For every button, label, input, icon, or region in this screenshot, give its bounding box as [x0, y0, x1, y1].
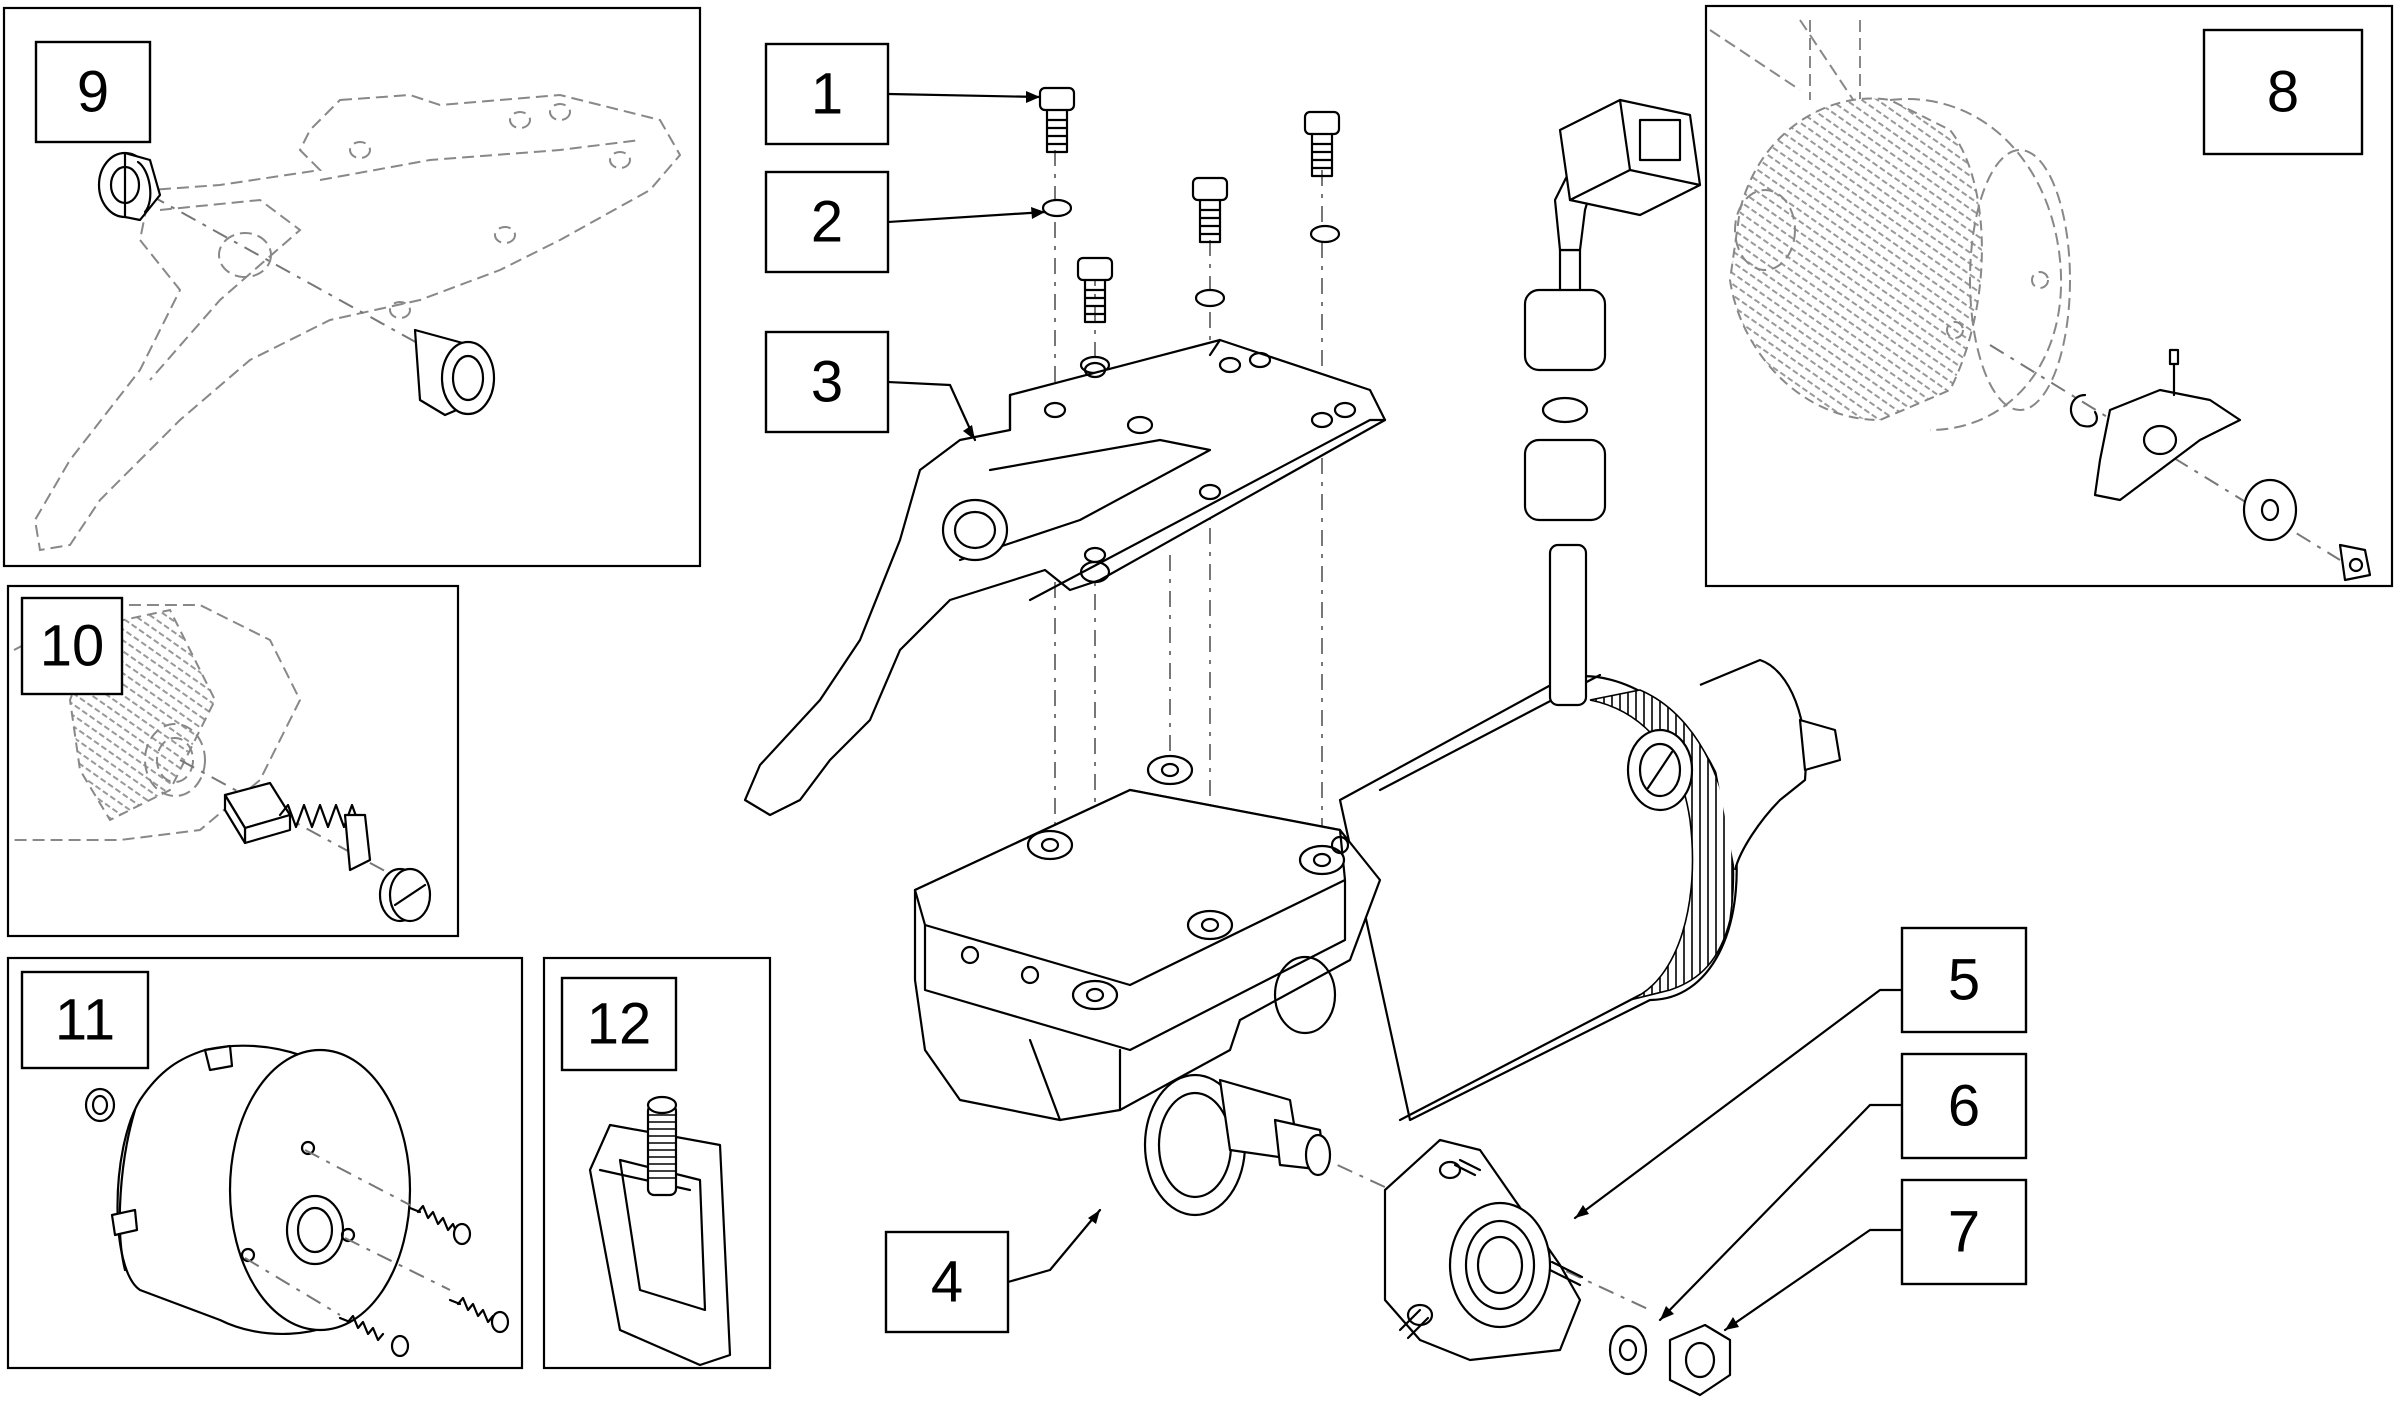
end-cap-screw — [338, 1314, 410, 1358]
callout-2-label: 2 — [811, 190, 843, 255]
motor-cable — [1548, 543, 1588, 707]
panel-10-motor-brush: 10 — [6, 584, 460, 938]
bushing-bottom — [413, 328, 496, 417]
callout-10-label: 10 — [40, 614, 105, 679]
retaining-ring — [2069, 393, 2098, 428]
brush-holder-clip — [588, 1095, 732, 1367]
mounting-screw — [1076, 256, 1114, 324]
panel-8-motor-brake: 8 — [1704, 4, 2394, 588]
mounting-screws — [1038, 86, 1341, 324]
leader-2 — [886, 210, 1047, 224]
callout-11-label: 11 — [55, 988, 115, 1053]
leader-6 — [1658, 1103, 1904, 1322]
mounting-screw — [1303, 110, 1341, 178]
leader-3 — [886, 380, 977, 442]
leader-5 — [1573, 988, 1904, 1220]
lock-washer — [1194, 288, 1226, 308]
panel-12-brush-holder: 12 — [542, 956, 772, 1370]
brake-washer — [2242, 478, 2298, 542]
leader-7 — [1723, 1228, 1904, 1332]
end-cap-screw — [408, 1204, 472, 1246]
main-assembly: 1 2 3 4 5 6 7 — [743, 42, 2028, 1397]
panel-9-pivot-bushings: 9 — [2, 6, 702, 568]
brake-release-lever — [2093, 348, 2242, 502]
leader-4 — [1006, 1208, 1102, 1284]
callout-1-label: 1 — [811, 62, 843, 127]
panel-11-end-cap: 11 — [6, 956, 524, 1370]
callout-5-label: 5 — [1948, 948, 1980, 1013]
callout-9-label: 9 — [77, 60, 109, 125]
motor-connector — [1558, 98, 1702, 217]
callout-6-label: 6 — [1948, 1074, 1980, 1139]
bushing-top — [97, 151, 162, 222]
callout-3-label: 3 — [811, 350, 843, 415]
wheel-hub — [1383, 1138, 1584, 1362]
axle-nut — [1668, 1323, 1732, 1397]
cap-clip — [84, 1087, 116, 1123]
ghost-pivot-bracket — [33, 93, 682, 552]
carbon-brush — [223, 781, 372, 872]
lock-washer — [1309, 224, 1341, 244]
mounting-screw — [1038, 86, 1076, 154]
end-cap-housing — [110, 1044, 412, 1336]
gearbox-motor-unit — [913, 98, 1842, 1217]
brake-motor-housing — [1728, 97, 2071, 431]
pivot-bracket — [743, 338, 1387, 817]
brake-screw — [2338, 543, 2372, 582]
brush-cap — [378, 867, 432, 923]
mounting-screw — [1191, 176, 1229, 244]
callout-7-label: 7 — [1948, 1200, 1980, 1265]
end-cap-screw — [448, 1296, 510, 1334]
callout-12-label: 12 — [587, 992, 652, 1057]
callout-4-label: 4 — [931, 1250, 963, 1315]
axle-washer — [1608, 1324, 1648, 1376]
leader-1 — [886, 92, 1042, 99]
lock-washers — [1041, 198, 1341, 375]
callout-8-label: 8 — [2267, 60, 2299, 125]
lock-washer — [1041, 198, 1073, 218]
